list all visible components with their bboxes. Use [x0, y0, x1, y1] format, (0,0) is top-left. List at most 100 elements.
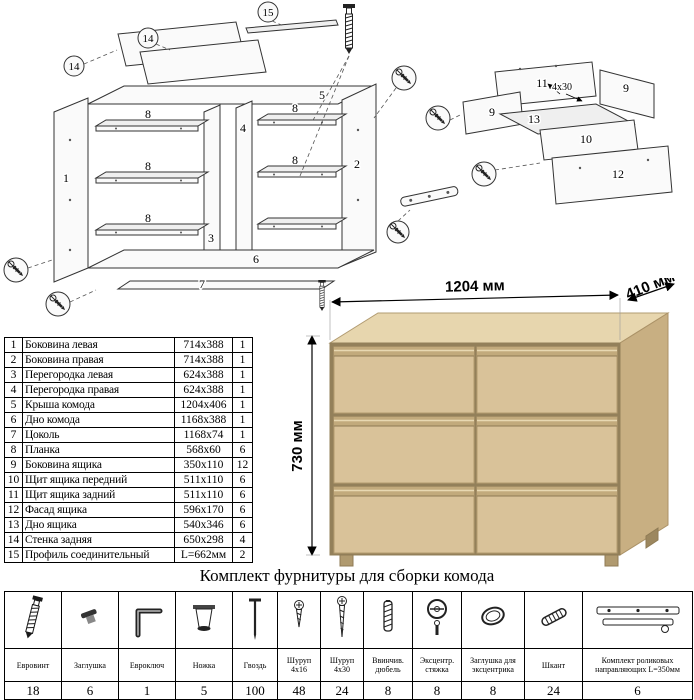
exploded-diagram: 15 14 14	[3, 1, 673, 317]
drawer-front	[476, 416, 618, 484]
part-label-13: 13	[528, 112, 540, 126]
part-name: Щит ящика передний	[22, 472, 175, 488]
part-label-3: 3	[208, 231, 214, 245]
part-name: Цоколь	[22, 427, 175, 443]
part-name: Перегородка правая	[22, 382, 175, 398]
kit-icon-row	[4, 591, 693, 649]
part-qty: 6	[232, 517, 253, 533]
part-size: 650x298	[174, 532, 233, 548]
part-label-9: 9	[623, 81, 629, 95]
drawer-facade	[551, 145, 673, 205]
kit-item-qty: 24	[320, 681, 364, 700]
dimension-width: 1204 мм	[329, 278, 621, 340]
plank	[257, 165, 347, 178]
hardware-detail-screw	[425, 105, 463, 131]
drawer-front	[333, 416, 475, 484]
part-qty: 1	[232, 367, 253, 383]
depth-dimension-label: 410 мм	[623, 278, 677, 303]
screw-4x30-icon	[337, 595, 347, 637]
kit-icon-cell	[461, 591, 525, 649]
hex-key-icon	[135, 608, 163, 637]
hardware-detail-screw	[45, 289, 97, 317]
kit-icon-cell	[4, 591, 62, 649]
confirmat-screw-large	[342, 3, 356, 55]
part-size: 568x60	[174, 442, 233, 458]
part-label-5: 5	[319, 88, 325, 102]
part-number: 1	[4, 337, 23, 353]
part-number: 9	[4, 457, 23, 473]
kit-item-qty: 100	[232, 681, 278, 700]
dresser-body	[328, 312, 670, 567]
kit-item-name: Шкант	[524, 648, 583, 682]
part-qty: 6	[232, 487, 253, 503]
callout-15: 15	[257, 1, 285, 27]
part-number: 14	[4, 532, 23, 548]
part-size: 1168x388	[174, 412, 233, 428]
dresser-leg	[645, 527, 659, 549]
plank	[95, 171, 209, 184]
part-label-8: 8	[145, 211, 151, 225]
cap-plug-icon	[80, 608, 97, 624]
part-qty: 2	[232, 547, 253, 563]
part-size: 714x388	[174, 337, 233, 353]
cam-cover-icon	[481, 606, 505, 625]
kit-icon-cell	[363, 591, 413, 649]
kit-icon-cell	[582, 591, 693, 649]
callout-14-label: 14	[143, 33, 155, 45]
kit-item-name: Ножка	[175, 648, 233, 682]
kit-icon-cell	[412, 591, 462, 649]
kit-icon-cell	[524, 591, 583, 649]
plank	[95, 223, 209, 236]
dimension-depth: 410 мм	[623, 278, 677, 303]
kit-item-qty: 24	[524, 681, 583, 700]
hardware-detail-screw	[3, 257, 53, 283]
part-size: 596x170	[174, 502, 233, 518]
kit-icon-cell	[175, 591, 233, 649]
kit-item-name: Шуруп 4x16	[277, 648, 321, 682]
part-size: 714x388	[174, 352, 233, 368]
part-number: 4	[4, 382, 23, 398]
furniture-leg-icon	[193, 604, 215, 631]
part-qty: 1	[232, 397, 253, 413]
threaded-dowel-icon	[383, 599, 393, 632]
kit-item-qty: 1	[118, 681, 176, 700]
drawer-slide-rail	[400, 186, 459, 207]
dresser-leg	[604, 554, 619, 567]
kit-icon-cell	[232, 591, 278, 649]
plank	[257, 113, 347, 126]
plank	[95, 119, 209, 132]
part-number: 5	[4, 397, 23, 413]
part-number: 12	[4, 502, 23, 518]
part-label-11: 11	[536, 76, 548, 90]
kit-name-row: Евровинт Заглушка Евроключ Ножка Гвоздь …	[4, 648, 693, 682]
panel-side-left	[53, 97, 89, 283]
part-number: 13	[4, 517, 23, 533]
part-number: 15	[4, 547, 23, 563]
callout-15-label: 15	[263, 7, 275, 19]
dresser-render: 730 мм 1204 мм 410 мм	[290, 278, 677, 567]
kit-item-qty: 18	[4, 681, 62, 700]
dimension-height: 730 мм	[290, 335, 320, 556]
profile-strip	[245, 19, 339, 34]
hardware-kit-table: Евровинт Заглушка Евроключ Ножка Гвоздь …	[4, 591, 693, 700]
kit-item-name: Евровинт	[4, 648, 62, 682]
kit-item-name: Заглушка для эксцентрика	[461, 648, 525, 682]
part-label-10: 10	[580, 132, 592, 146]
part-name: Планка	[22, 442, 175, 458]
confirmat-screw-icon	[25, 594, 43, 638]
height-dimension-label: 730 мм	[290, 420, 306, 471]
kit-item-name: Эксцентр. стяжка	[412, 648, 462, 682]
kit-icon-cell	[277, 591, 321, 649]
panel-side-right	[341, 83, 377, 267]
drawer-front	[333, 486, 475, 554]
part-number: 7	[4, 427, 23, 443]
kit-icon-cell	[61, 591, 119, 649]
part-label-8: 8	[292, 101, 298, 115]
part-qty: 6	[232, 502, 253, 518]
